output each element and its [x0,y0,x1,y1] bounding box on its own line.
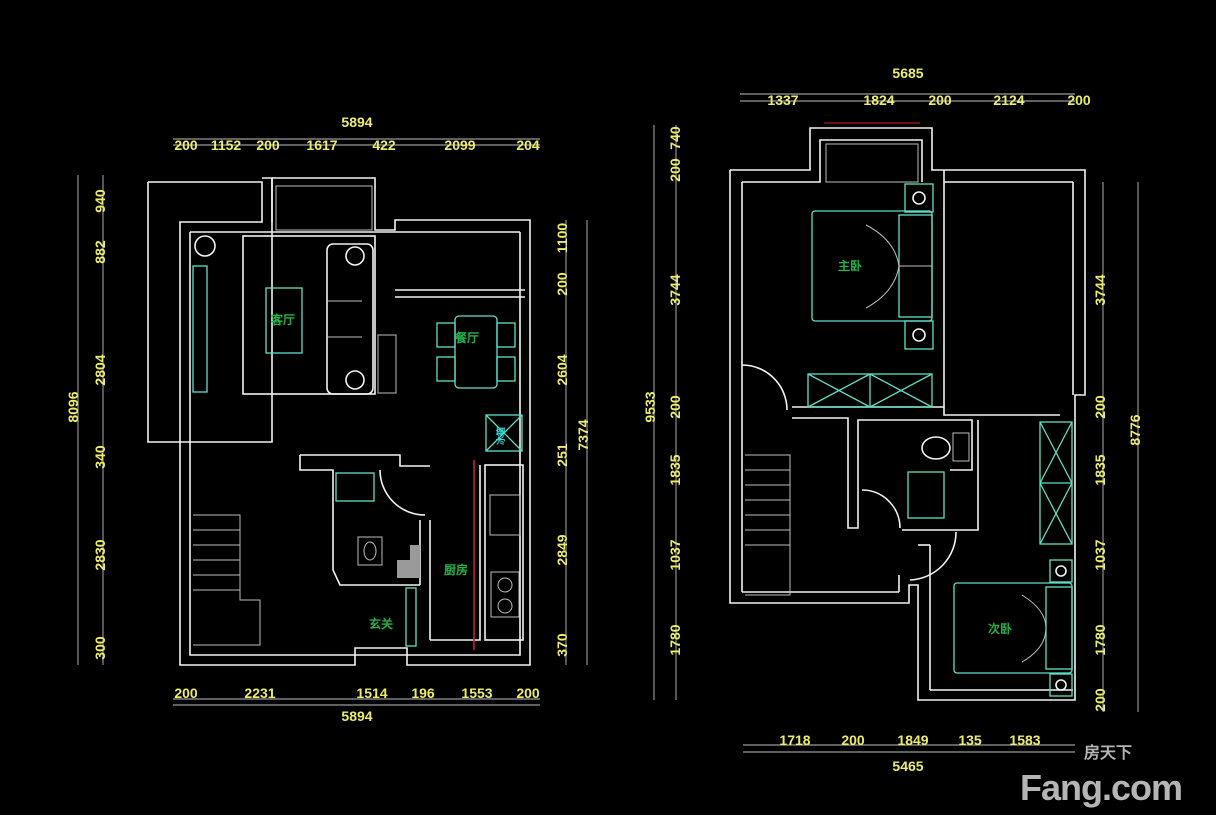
dim-top: 1337 [767,92,798,108]
room-label-fridge: 冰箱 [495,427,507,445]
dim-right: 1780 [1092,624,1108,655]
left-plan-walls [147,177,531,666]
dim-right-total: 8776 [1127,414,1143,445]
dim-right: 1100 [554,223,570,254]
dim-left-total: 9533 [642,391,658,422]
dim-bottom: 200 [174,685,198,701]
dim-right: 2849 [554,534,570,565]
watermark-en: Fang.com [1020,767,1182,808]
right-plan-furniture [741,183,1073,697]
dim-top: 2124 [993,92,1024,108]
dim-right: 1037 [1092,539,1108,570]
dim-right: 200 [1092,395,1108,419]
dim-bottom: 1583 [1009,732,1040,748]
watermark-cn: 房天下 [1084,743,1132,762]
dim-right: 251 [554,443,570,467]
dim-left: 3744 [667,274,683,305]
dim-bottom: 1553 [461,685,492,701]
dim-bottom: 135 [958,732,982,748]
room-label-entry: 玄关 [369,616,393,631]
left-plan-furniture [192,235,523,650]
dim-left: 2830 [92,539,108,570]
left-plan-dimensions: 5894 200 1152 200 1617 422 2099 204 200 … [65,114,591,724]
dim-bottom: 200 [516,685,540,701]
dim-left: 1780 [667,624,683,655]
room-label-master-bedroom: 主卧 [838,258,862,273]
dim-left: 200 [667,395,683,419]
right-plan-walls [729,122,1086,701]
dim-left: 882 [92,240,108,264]
dim-bottom: 2231 [244,685,275,701]
dim-right: 370 [554,633,570,657]
dim-bottom: 1849 [897,732,928,748]
left-plan: 客厅 餐厅 厨房 玄关 冰箱 5894 200 1152 200 1617 42… [65,114,591,724]
dim-right: 200 [1092,688,1108,712]
dim-right: 2604 [554,354,570,385]
dim-bottom: 1514 [356,685,387,701]
dim-bottom-total: 5894 [341,708,372,724]
room-label-dining: 餐厅 [455,330,479,345]
dim-left: 1835 [667,454,683,485]
dim-bottom: 1718 [779,732,810,748]
dim-top: 2099 [444,137,475,153]
fang-com-watermark-logo: 房天下 Fang.com [1020,743,1183,808]
dim-right-total: 7374 [575,419,591,450]
dim-top-total: 5685 [892,65,923,81]
right-plan-dimensions: 5685 1337 1824 200 2124 200 1718 200 184… [642,65,1143,774]
room-label-second-bedroom: 次卧 [988,621,1012,636]
dim-top: 204 [516,137,540,153]
right-plan: 主卧 次卧 5685 1337 1824 200 2124 200 1718 2… [642,65,1143,774]
dim-right: 3744 [1092,274,1108,305]
dim-left: 2804 [92,354,108,385]
dim-left: 740 [667,126,683,150]
dim-left: 1037 [667,539,683,570]
dim-left: 300 [92,636,108,660]
dim-top: 422 [372,137,396,153]
dim-top: 200 [1067,92,1091,108]
room-label-living: 客厅 [270,312,295,327]
dim-top: 1824 [863,92,894,108]
dim-left-total: 8096 [65,391,81,422]
dim-top: 200 [256,137,280,153]
dim-top: 200 [928,92,952,108]
dim-bottom-total: 5465 [892,758,923,774]
dim-right: 200 [554,272,570,296]
dim-left: 200 [667,158,683,182]
left-plan-room-labels: 客厅 餐厅 厨房 玄关 冰箱 [270,312,507,631]
dim-right: 1835 [1092,454,1108,485]
dim-bottom: 196 [411,685,435,701]
dim-top: 200 [174,137,198,153]
dim-top-total: 5894 [341,114,372,130]
dim-bottom: 200 [841,732,865,748]
room-label-kitchen: 厨房 [444,562,468,577]
dim-top: 1152 [211,137,242,153]
dim-top: 1617 [306,137,337,153]
dim-left: 340 [92,445,108,469]
dim-left: 940 [92,189,108,213]
right-plan-room-labels: 主卧 次卧 [838,258,1012,636]
